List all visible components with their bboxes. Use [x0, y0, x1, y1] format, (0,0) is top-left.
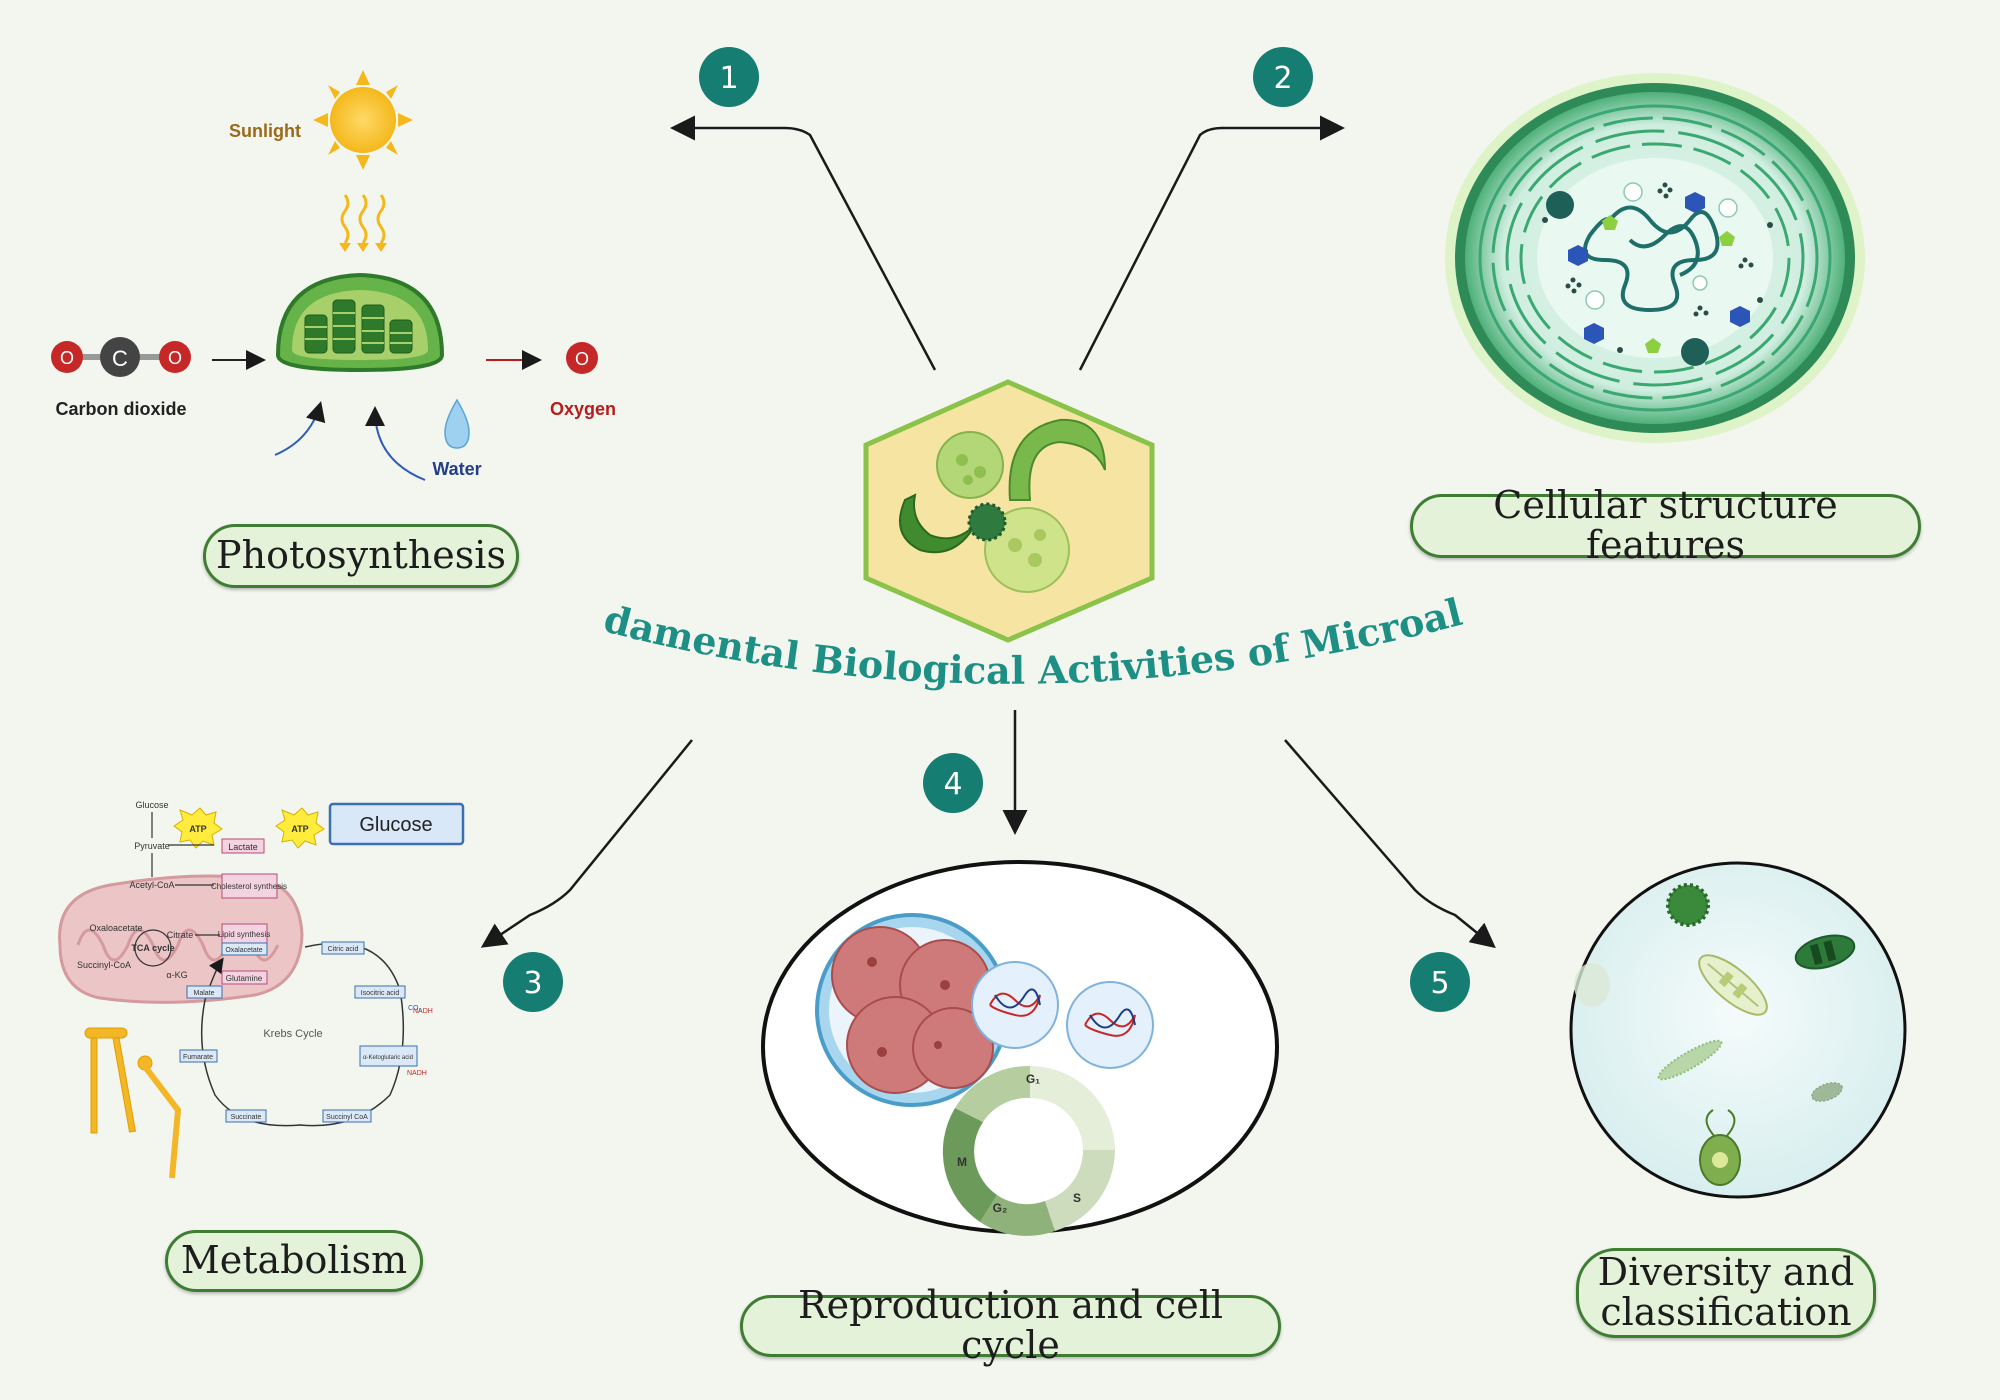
- badge-5: 5: [1410, 952, 1470, 1012]
- central-microalgae-hexagon: [863, 379, 1155, 643]
- svg-text:NADH: NADH: [407, 1070, 427, 1077]
- badge-2: 2: [1253, 47, 1313, 107]
- arrow-to-metabolism: [480, 739, 693, 948]
- svg-text:G₁: G₁: [1026, 1072, 1040, 1086]
- photosynthesis-label: Photosynthesis: [203, 524, 519, 588]
- svg-text:Oxaloacetate: Oxaloacetate: [89, 923, 142, 933]
- reproduction-label: Reproduction and cell cycle: [740, 1285, 1281, 1365]
- crescent-alga-right: [1008, 418, 1106, 501]
- svg-text:4: 4: [943, 767, 962, 802]
- cell-structure-illustration: [1445, 73, 1865, 443]
- connector-arrows: [480, 115, 1496, 949]
- svg-text:Malate: Malate: [193, 990, 214, 997]
- svg-text:Glucose: Glucose: [359, 814, 432, 836]
- svg-text:α-Ketoglutaric acid: α-Ketoglutaric acid: [363, 1055, 413, 1061]
- svg-text:ATP: ATP: [291, 824, 308, 834]
- badge-3: 3: [503, 952, 563, 1012]
- svg-text:5: 5: [1430, 966, 1449, 1001]
- elongated-alga: [1657, 1039, 1723, 1081]
- diversity-label-line1: Diversity and: [1597, 1250, 1855, 1295]
- svg-text:O: O: [168, 348, 182, 368]
- carbon-dioxide-molecule: O C O: [51, 337, 191, 377]
- arrow-to-diversity: [1284, 739, 1496, 949]
- diatom-alga: [1698, 954, 1768, 1016]
- svg-text:O: O: [60, 348, 74, 368]
- svg-text:Oxalacetate: Oxalacetate: [225, 947, 262, 954]
- diversity-illustration: [1569, 861, 1907, 1199]
- svg-text:Acetyl-CoA: Acetyl-CoA: [129, 880, 174, 890]
- svg-text:Citric acid: Citric acid: [328, 946, 359, 953]
- small-alga: [1811, 1082, 1843, 1102]
- glucose-box: [328, 802, 465, 846]
- atp-burst-icon-2: [275, 807, 325, 849]
- svg-text:Citrate: Citrate: [167, 930, 194, 940]
- water-drop-icon: [444, 398, 470, 449]
- reproduction-illustration: G₁ S G₂ M: [761, 860, 1279, 1236]
- round-alga-top: [936, 431, 1004, 499]
- daughter-cell-1: [971, 961, 1059, 1049]
- svg-text:Carbon dioxide: Carbon dioxide: [55, 399, 186, 419]
- metabolism-label: Metabolism: [165, 1230, 423, 1292]
- svg-text:α-KG: α-KG: [166, 970, 187, 980]
- spiky-alga-icon: [1666, 883, 1710, 927]
- arrow-to-cellular-structure: [1078, 115, 1345, 371]
- daughter-cell-2: [1066, 981, 1154, 1069]
- flagellate-alga: [1699, 1109, 1741, 1186]
- svg-text:Glucose: Glucose: [135, 800, 168, 810]
- svg-text:M: M: [957, 1155, 967, 1169]
- svg-text:Lipid synthesis: Lipid synthesis: [218, 930, 270, 939]
- svg-text:Krebs Cycle: Krebs Cycle: [263, 1028, 322, 1040]
- light-rays: [340, 194, 386, 244]
- svg-text:Succinyl-CoA: Succinyl-CoA: [77, 960, 131, 970]
- green-capsule-alga: [1794, 934, 1856, 970]
- photosynthesis-illustration: Sunlight: [51, 70, 616, 481]
- svg-text:Cholesterol synthesis: Cholesterol synthesis: [211, 882, 287, 891]
- spiky-alga: [967, 502, 1007, 542]
- sun-icon: [313, 70, 413, 170]
- svg-text:ATP: ATP: [189, 824, 206, 834]
- diversity-label: Diversity and classification: [1576, 1248, 1876, 1338]
- svg-text:TCA cycle: TCA cycle: [131, 943, 174, 953]
- svg-text:Fumarate: Fumarate: [183, 1054, 213, 1061]
- svg-text:Glutamine: Glutamine: [226, 974, 263, 983]
- svg-text:Succinyl CoA: Succinyl CoA: [326, 1114, 368, 1121]
- svg-text:C: C: [112, 346, 128, 371]
- metabolism-illustration: Glucose ATP ATP Glucose Pyruvate Acetyl-…: [58, 800, 465, 1179]
- svg-text:Isocitric acid: Isocitric acid: [361, 990, 400, 997]
- svg-text:Oxygen: Oxygen: [550, 399, 616, 419]
- svg-text:NADH: NADH: [413, 1008, 433, 1015]
- svg-text:Pyruvate: Pyruvate: [134, 841, 170, 851]
- arrow-to-photosynthesis: [670, 115, 937, 371]
- svg-text:Sunlight: Sunlight: [229, 121, 301, 141]
- svg-text:G₂: G₂: [993, 1201, 1008, 1215]
- svg-text:2: 2: [1273, 61, 1292, 96]
- svg-text:CO₂: CO₂: [408, 1005, 422, 1012]
- phospholipid-icon: [84, 1027, 182, 1179]
- cellular-structure-label: Cellular structure features: [1410, 485, 1921, 565]
- badge-1: 1: [699, 47, 759, 107]
- svg-text:O: O: [575, 349, 589, 369]
- svg-text:Lactate: Lactate: [228, 842, 258, 852]
- svg-text:Water: Water: [432, 459, 481, 479]
- chloroplast-icon: [275, 272, 445, 373]
- svg-text:S: S: [1073, 1191, 1081, 1205]
- svg-text:Succinate: Succinate: [231, 1114, 262, 1121]
- diversity-label-line2: classification: [1600, 1290, 1852, 1334]
- faded-alga: [1574, 963, 1610, 1007]
- atp-burst-icon: [173, 807, 223, 849]
- cell-cycle-ring: [942, 1065, 1115, 1236]
- dna-strand: [1583, 205, 1720, 313]
- svg-text:1: 1: [719, 61, 738, 96]
- badge-4: 4: [923, 753, 983, 813]
- round-alga-bottom: [984, 507, 1070, 593]
- svg-text:3: 3: [523, 966, 542, 1001]
